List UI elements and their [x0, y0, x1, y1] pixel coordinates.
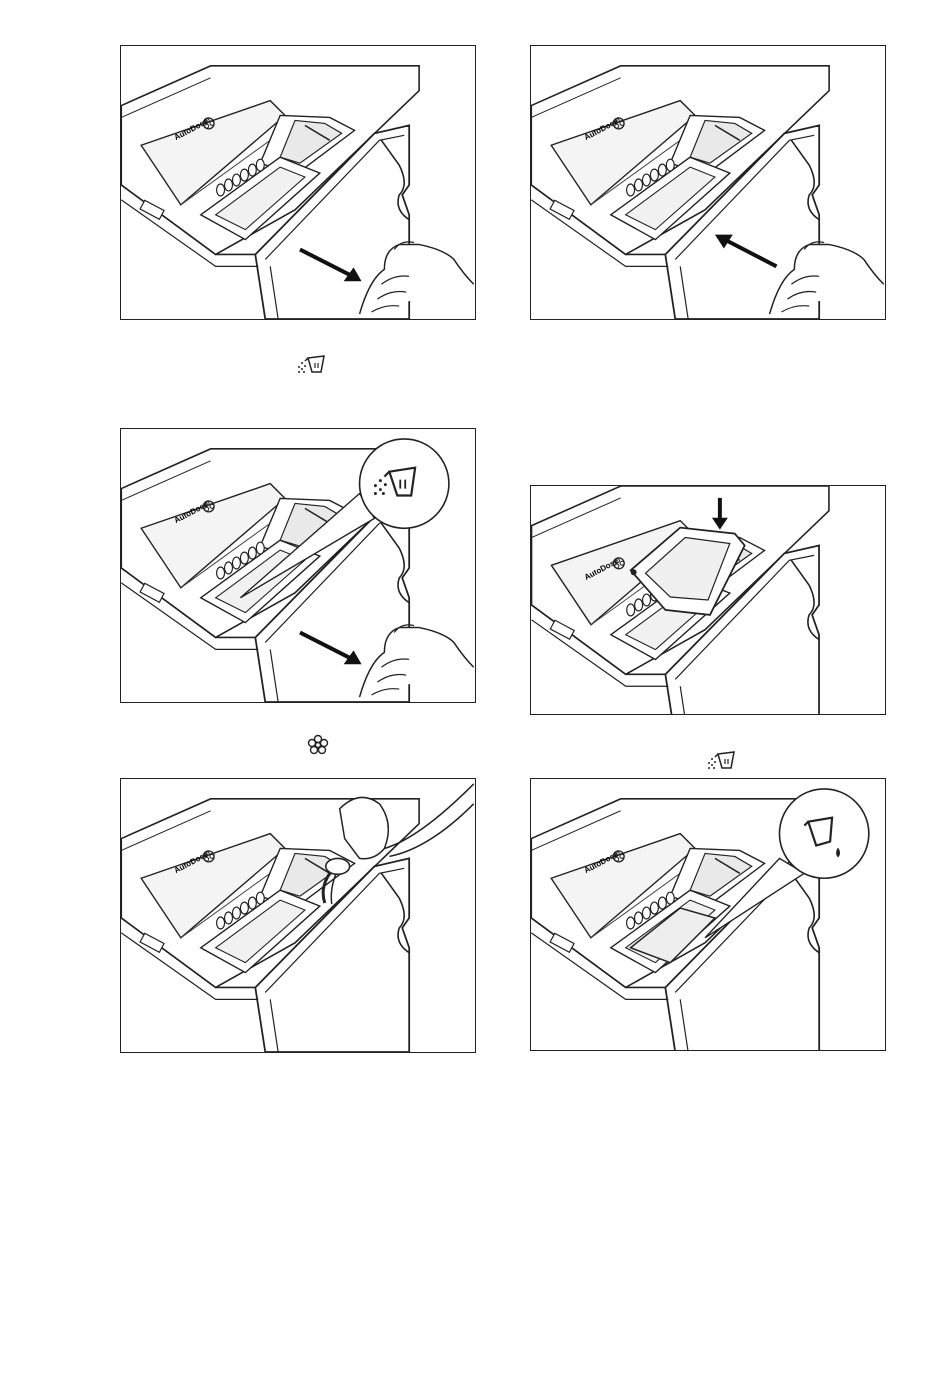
drawer-illustration: AutoDose	[121, 429, 475, 702]
drawer-illustration: AutoDose	[121, 46, 475, 319]
drawer-illustration: AutoDose	[121, 779, 475, 1052]
figure-3-detergent-compartment: AutoDose	[120, 428, 476, 703]
drawer-illustration: AutoDose	[531, 46, 885, 319]
figure-2-push-drawer: AutoDose	[530, 45, 886, 320]
bottle-cap	[326, 858, 350, 874]
softener-flower-icon	[307, 734, 329, 756]
figure-1-pull-drawer: AutoDose	[120, 45, 476, 320]
figure-6-liquid-detergent: AutoDose	[530, 778, 886, 1051]
figure-5-fill-softener: AutoDose	[120, 778, 476, 1053]
powder-detergent-icon	[706, 748, 740, 772]
figure-4-insert-container: AutoDose	[530, 485, 886, 715]
callout-bubble	[360, 439, 449, 528]
powder-detergent-icon	[296, 352, 330, 376]
drawer-illustration: AutoDose	[531, 779, 885, 1050]
callout-bubble	[779, 789, 868, 878]
drawer-illustration: AutoDose	[531, 486, 885, 714]
